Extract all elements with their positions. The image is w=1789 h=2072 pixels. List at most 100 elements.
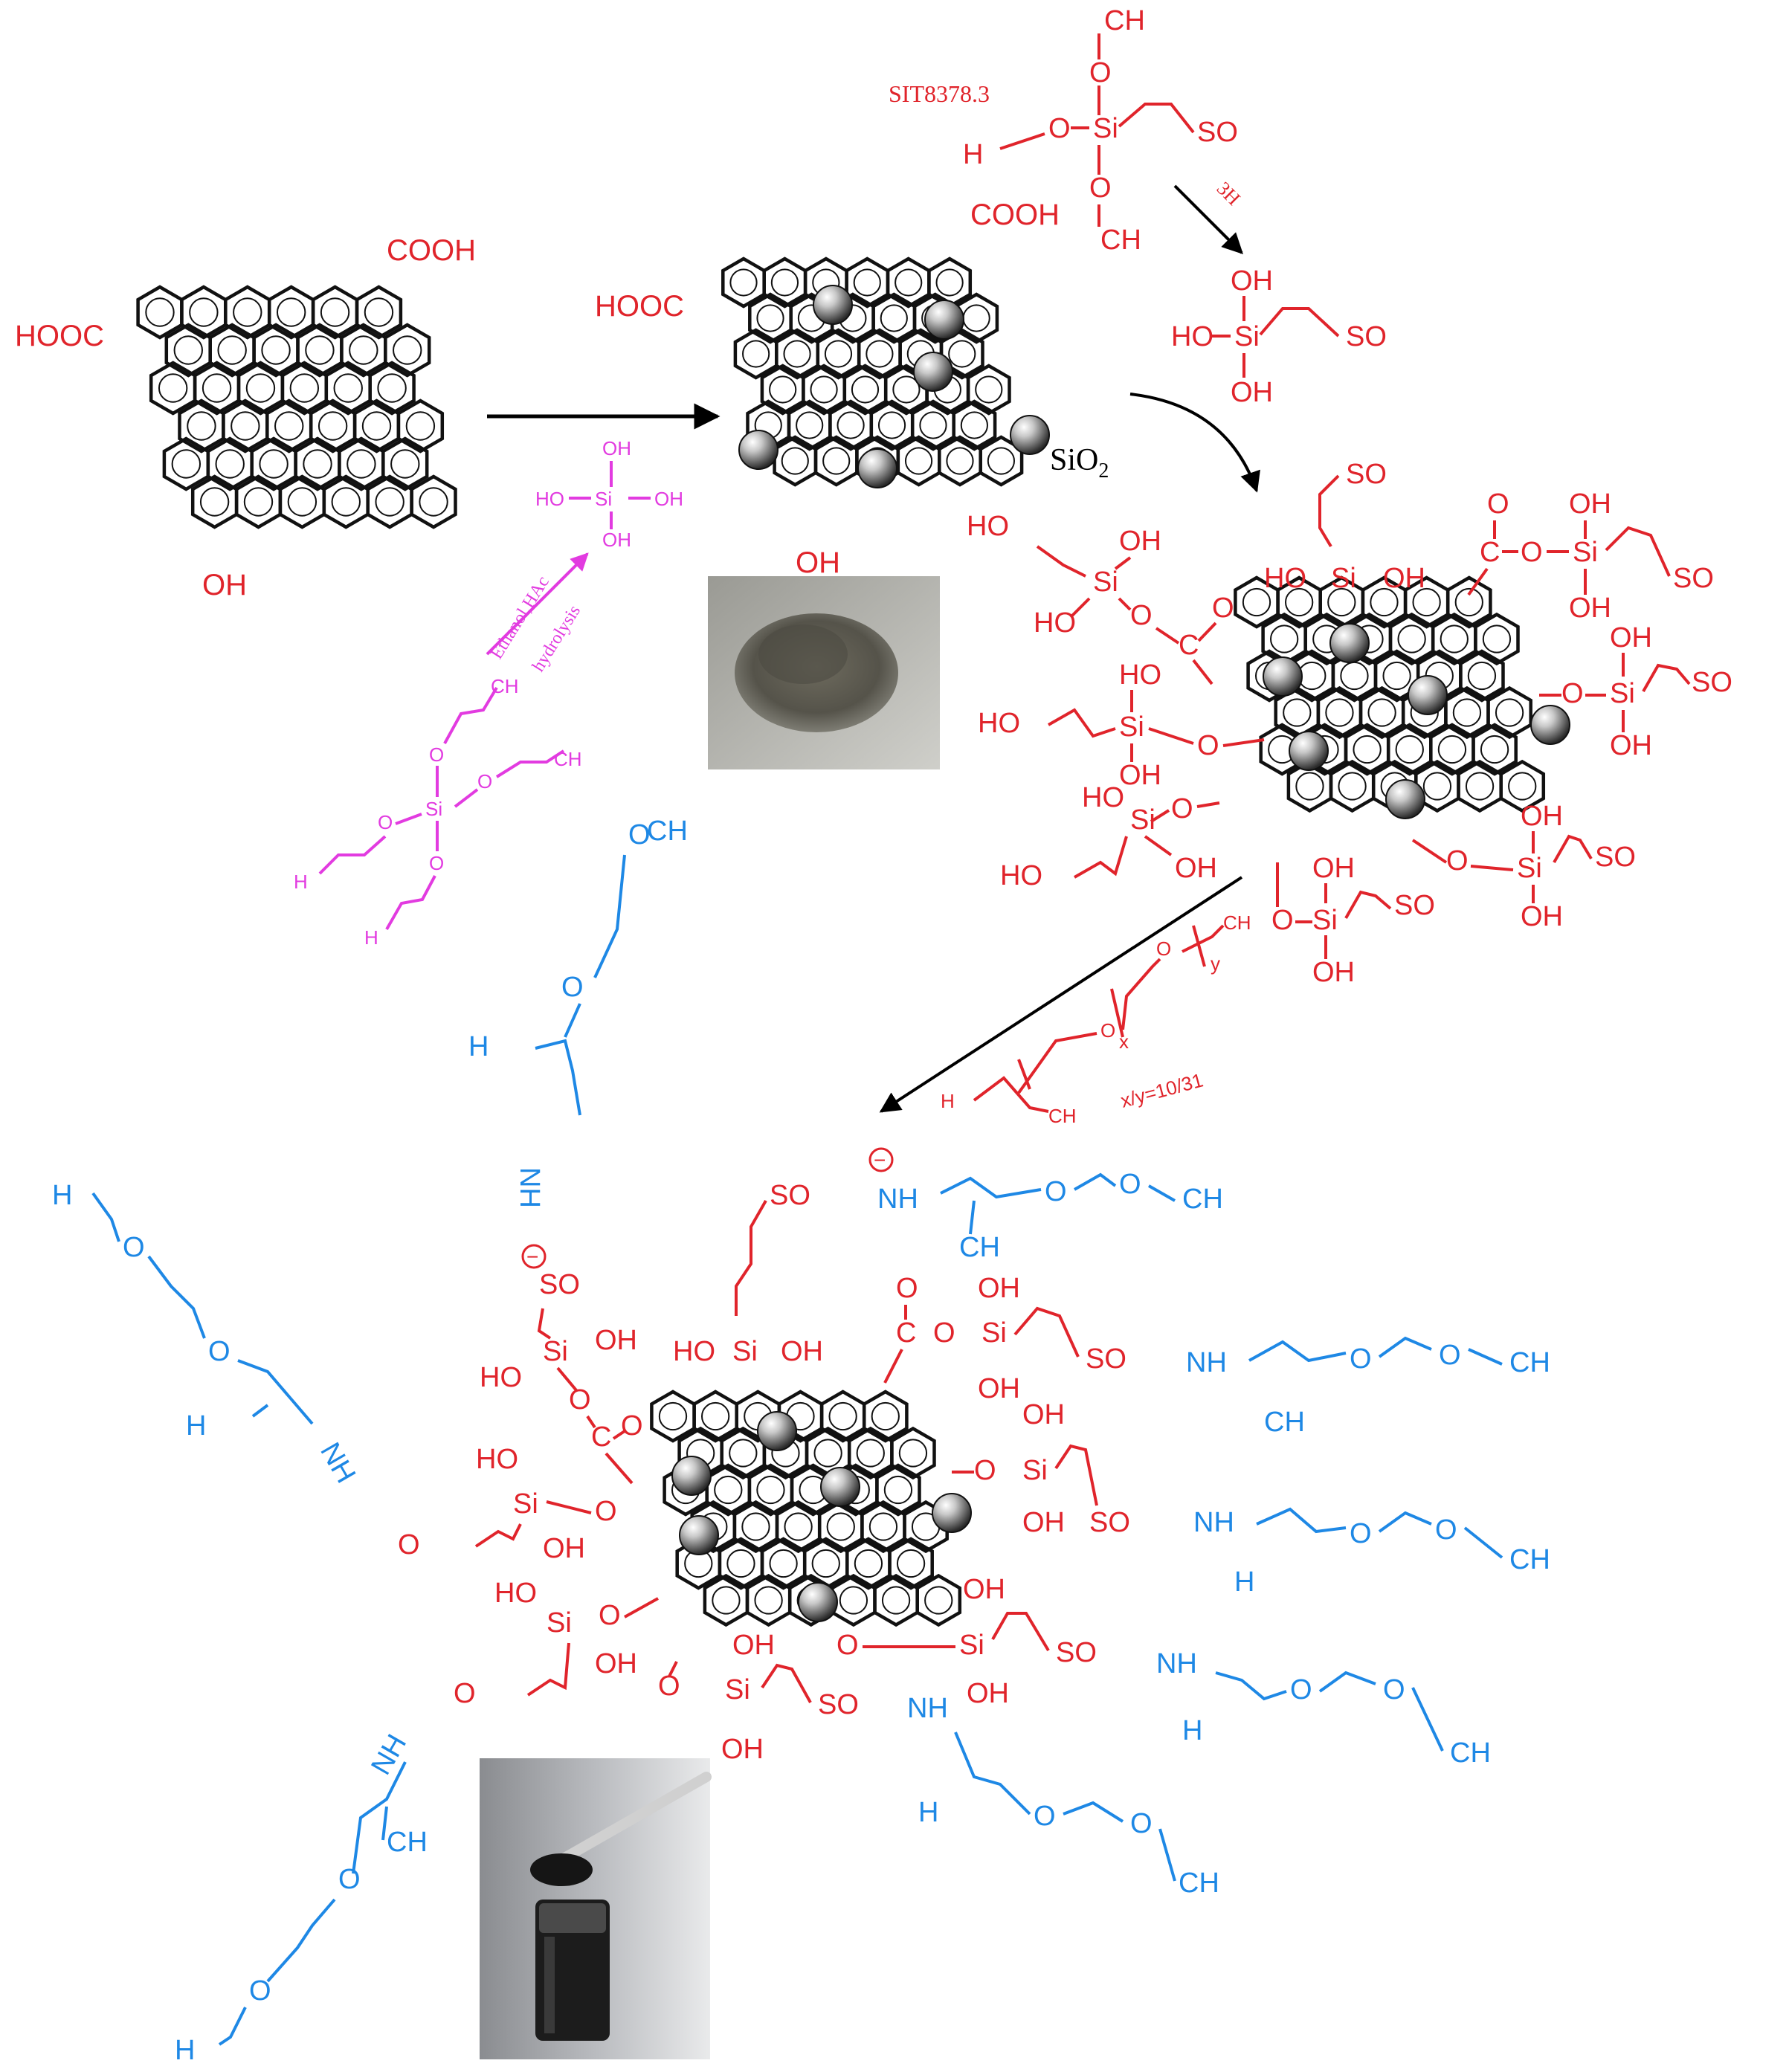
hex-ring bbox=[136, 285, 184, 340]
aromatic-bond bbox=[289, 373, 320, 403]
svg-text:Si: Si bbox=[1093, 113, 1118, 144]
svg-text:HO: HO bbox=[1119, 659, 1161, 691]
svg-text:OH: OH bbox=[732, 1630, 775, 1661]
water-arrow bbox=[1173, 184, 1243, 254]
silica-nanoparticle bbox=[1329, 623, 1370, 663]
sulfonated-groups: SO HO Si OH HO OH Si HO O C O O C O Si O… bbox=[967, 459, 1732, 988]
hex-ring bbox=[324, 361, 372, 416]
svg-text:NH: NH bbox=[514, 1167, 545, 1208]
go-hooc-label: HOOC bbox=[15, 320, 104, 352]
silica-nanoparticle bbox=[757, 1411, 797, 1451]
svg-text:O: O bbox=[1171, 793, 1193, 824]
hex-ring bbox=[845, 256, 890, 309]
aromatic-bond bbox=[741, 1512, 770, 1541]
svg-text:O: O bbox=[1435, 1514, 1457, 1546]
aromatic-bond bbox=[871, 1401, 900, 1431]
svg-text:OH: OH bbox=[1022, 1507, 1065, 1538]
aromatic-bond bbox=[287, 487, 317, 517]
svg-text:Si: Si bbox=[725, 1674, 750, 1705]
hex-ring bbox=[296, 323, 344, 378]
aromatic-bond bbox=[853, 268, 881, 297]
svg-text:HO: HO bbox=[480, 1362, 522, 1393]
svg-text:O: O bbox=[628, 819, 651, 851]
aromatic-bond bbox=[1480, 735, 1509, 764]
aromatic-bond bbox=[393, 335, 422, 365]
aromatic-bond bbox=[754, 1586, 783, 1615]
aromatic-bond bbox=[896, 1549, 926, 1578]
svg-text:CH: CH bbox=[1048, 1105, 1077, 1127]
aromatic-bond bbox=[960, 411, 988, 439]
silica-nanoparticle bbox=[671, 1456, 712, 1496]
hex-ring bbox=[338, 436, 385, 491]
hex-ring bbox=[802, 1537, 849, 1590]
silica-nanoparticle bbox=[1263, 656, 1303, 697]
hex-ring bbox=[966, 364, 1011, 416]
aromatic-bond bbox=[784, 1512, 813, 1541]
svg-text:O: O bbox=[429, 743, 444, 766]
svg-text:H: H bbox=[175, 2035, 195, 2066]
svg-text:HO: HO bbox=[978, 708, 1020, 739]
svg-text:CH: CH bbox=[1264, 1407, 1305, 1438]
ionic-liquid-graphene-sheet bbox=[650, 1390, 972, 1627]
aromatic-bond bbox=[1395, 735, 1424, 764]
svg-text:Si: Si bbox=[513, 1488, 538, 1520]
svg-text:CH: CH bbox=[1179, 1868, 1219, 1899]
hex-ring bbox=[265, 398, 313, 454]
hex-ring bbox=[733, 328, 779, 380]
svg-text:O: O bbox=[621, 1410, 643, 1442]
hex-ring bbox=[224, 285, 271, 340]
hex-ring bbox=[208, 323, 256, 378]
svg-text:OH: OH bbox=[1521, 801, 1563, 832]
aromatic-bond bbox=[769, 1549, 798, 1578]
svg-text:HO: HO bbox=[1264, 563, 1306, 594]
hex-ring bbox=[1329, 759, 1376, 813]
hex-ring bbox=[1499, 759, 1546, 813]
svg-text:O: O bbox=[933, 1317, 955, 1349]
aromatic-bond bbox=[783, 340, 811, 368]
svg-text:OH: OH bbox=[1312, 957, 1355, 988]
hex-ring bbox=[775, 1500, 822, 1554]
svg-text:OH: OH bbox=[602, 437, 631, 459]
aromatic-bond bbox=[361, 411, 392, 441]
hex-ring bbox=[760, 364, 805, 416]
svg-text:OH: OH bbox=[595, 1648, 637, 1679]
svg-text:Si: Si bbox=[1022, 1455, 1048, 1486]
svg-text:CH: CH bbox=[387, 1827, 428, 1858]
svg-text:O: O bbox=[429, 852, 444, 874]
hex-ring bbox=[1457, 759, 1503, 813]
hex-ring bbox=[1316, 685, 1363, 740]
hex-ring bbox=[857, 328, 902, 380]
hex-ring bbox=[910, 399, 955, 451]
hex-ring bbox=[760, 1537, 807, 1590]
svg-text:SIT8378.3: SIT8378.3 bbox=[889, 80, 990, 107]
svg-text:HO: HO bbox=[673, 1336, 715, 1367]
svg-text:O: O bbox=[1561, 678, 1584, 709]
water-label: 3H bbox=[1213, 178, 1245, 210]
svg-text:OH: OH bbox=[978, 1373, 1020, 1404]
aromatic-bond bbox=[839, 1586, 868, 1615]
aromatic-bond bbox=[883, 1475, 913, 1505]
svg-text:HO: HO bbox=[967, 511, 1009, 542]
svg-text:OH: OH bbox=[1610, 730, 1652, 761]
svg-text:CH: CH bbox=[647, 816, 688, 847]
svg-text:OH: OH bbox=[781, 1336, 823, 1367]
aromatic-bond bbox=[1327, 587, 1356, 617]
hex-ring bbox=[938, 435, 982, 487]
aromatic-bond bbox=[987, 447, 1016, 475]
curve-arrow bbox=[1129, 393, 1260, 493]
svg-text:SO: SO bbox=[1346, 459, 1387, 490]
aromatic-bond bbox=[259, 449, 289, 479]
svg-text:OH: OH bbox=[1022, 1399, 1065, 1430]
hex-ring bbox=[862, 1390, 909, 1443]
aromatic-bond bbox=[1340, 661, 1369, 691]
svg-text:O: O bbox=[1045, 1176, 1067, 1207]
hex-ring bbox=[178, 398, 225, 454]
svg-text:O: O bbox=[896, 1273, 918, 1304]
hex-ring bbox=[773, 435, 818, 487]
svg-text:H: H bbox=[918, 1797, 938, 1828]
svg-text:O: O bbox=[1197, 730, 1219, 761]
aromatic-bond bbox=[877, 411, 906, 439]
silica-graphene-sheet bbox=[721, 256, 1050, 488]
aromatic-bond bbox=[405, 411, 436, 441]
aromatic-bond bbox=[390, 449, 420, 479]
